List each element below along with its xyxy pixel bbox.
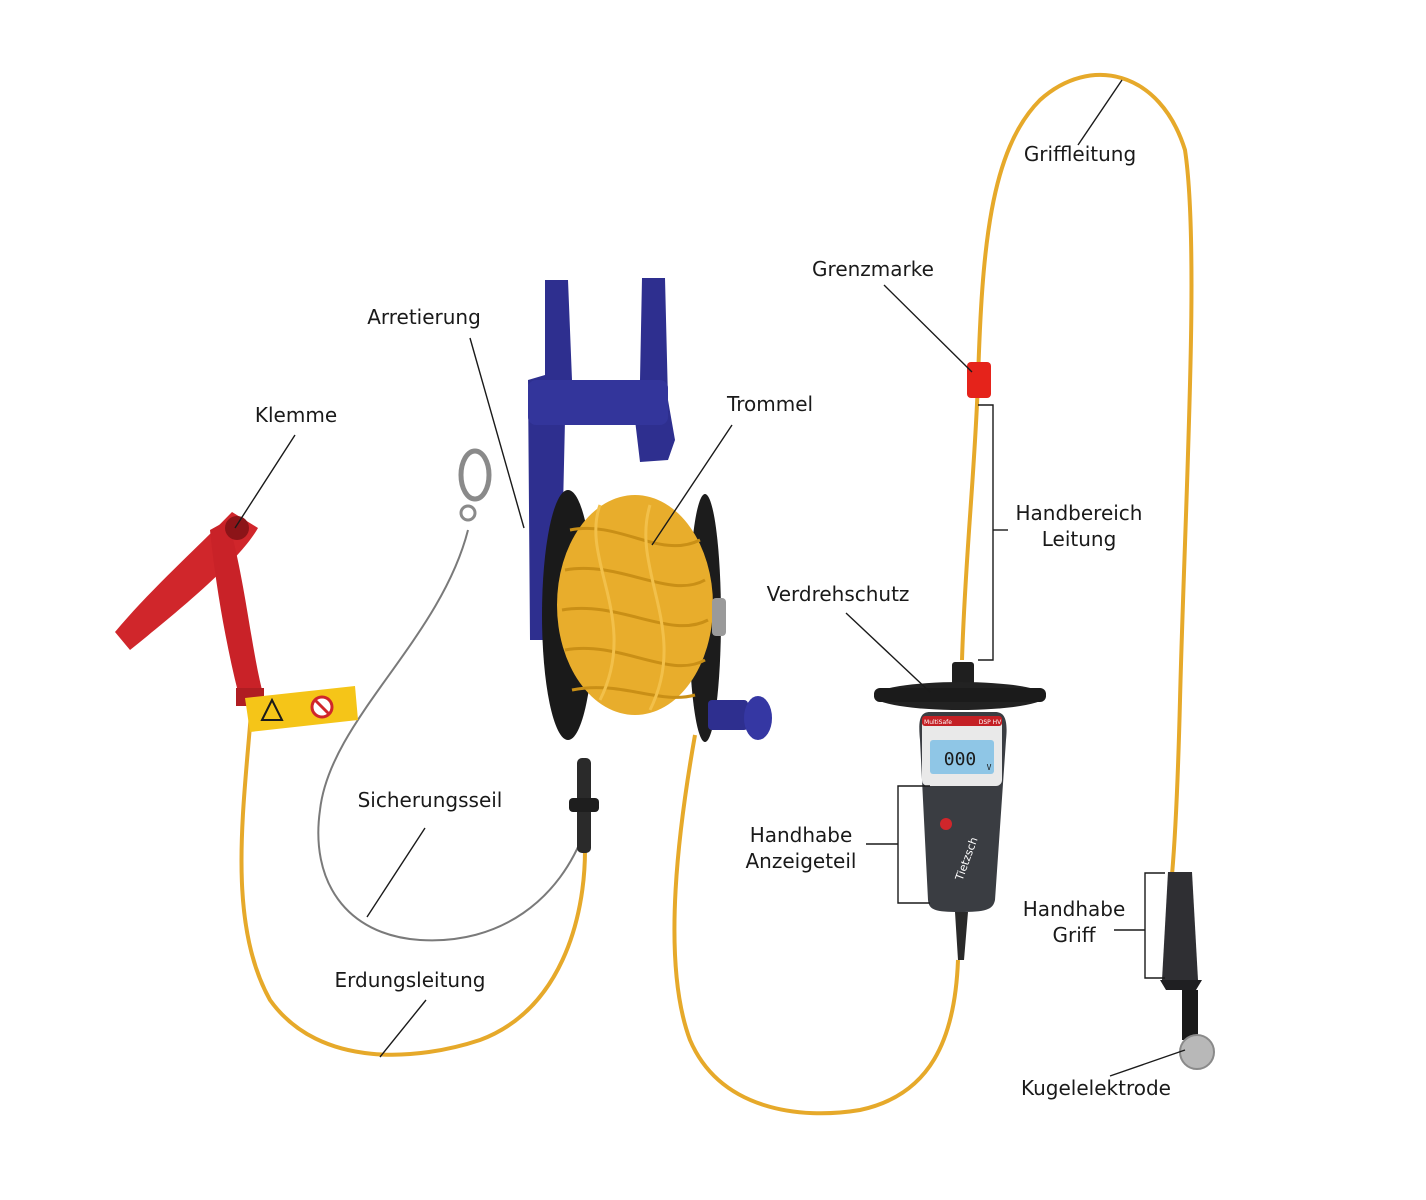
cable-drum: [557, 495, 713, 715]
crank-handle: [708, 598, 772, 740]
leader-erdungsleitung: [379, 999, 427, 1058]
ball-electrode: [1179, 1034, 1215, 1070]
earthing-cable: [239, 699, 587, 1057]
carabiner-hook: [458, 448, 492, 522]
bracket-handbereich: [978, 404, 994, 661]
red-clamp: [115, 512, 264, 706]
device-lcd-unit: V: [987, 763, 992, 772]
warning-tag: [245, 686, 358, 732]
label-trommel: Trommel: [726, 392, 814, 416]
safety-rope: [317, 529, 586, 942]
label-kugelelektrode: Kugelelektrode: [1021, 1076, 1171, 1100]
grip-handle: [1160, 872, 1202, 1040]
device-lcd-readout: 000: [944, 749, 977, 770]
handheld-device: 000 V DSP HV MultiSafe Tietzsch: [919, 712, 1007, 960]
bracket-handhabe-griff: [1144, 872, 1165, 979]
reel-to-device-cable: [672, 734, 960, 1116]
leader-grenzmarke: [883, 284, 973, 373]
label-handhabe-anzeigeteil: Handhabe Anzeigeteil: [745, 823, 857, 873]
label-sicherungsseil: Sicherungsseil: [357, 788, 503, 812]
label-klemme: Klemme: [254, 403, 338, 427]
label-verdrehschutz: Verdrehschutz: [766, 582, 910, 606]
label-erdungsleitung: Erdungsleitung: [334, 968, 486, 992]
cable-connector: [569, 758, 599, 853]
reel-stand: [528, 278, 675, 640]
leader-kugelelektrode: [1109, 1049, 1186, 1077]
twist-protection-disc: [874, 662, 1046, 710]
leader-verdrehschutz: [845, 612, 931, 693]
label-arretierung: Arretierung: [367, 305, 481, 329]
label-griffleitung: Griffleitung: [1023, 142, 1137, 166]
label-grenzmarke: Grenzmarke: [812, 257, 934, 281]
leader-trommel: [651, 424, 733, 546]
limit-marker: [967, 362, 991, 398]
device-series-label: MultiSafe: [924, 719, 952, 726]
leader-klemme: [234, 434, 296, 529]
device-model-label: DSP HV: [979, 719, 1002, 726]
leader-lines: [234, 79, 1186, 1077]
label-handbereich-leitung: Handbereich Leitung: [1015, 501, 1143, 551]
handle-cable-loop: [960, 73, 1194, 876]
leader-griffleitung: [1077, 79, 1123, 146]
leader-arretierung: [469, 337, 525, 529]
label-handhabe-griff: Handhabe Griff: [1022, 897, 1126, 947]
leader-sicherungsseil: [366, 827, 426, 918]
